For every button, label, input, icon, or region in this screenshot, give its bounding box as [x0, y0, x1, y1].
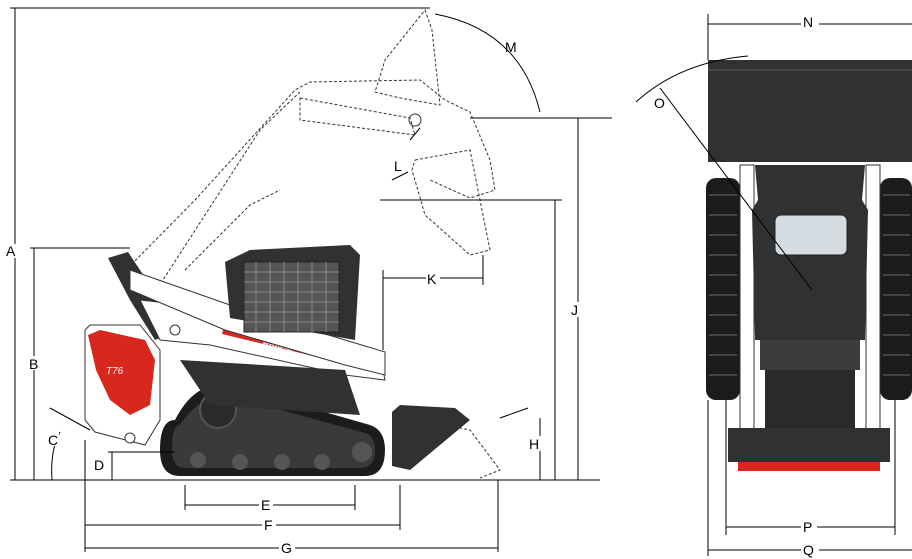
- label-H: H: [529, 436, 539, 452]
- lower-chassis: [765, 370, 855, 432]
- label-M: M: [505, 39, 517, 55]
- track-assembly: [160, 384, 385, 476]
- left-lift-arm: [739, 164, 755, 436]
- label-L: L: [394, 158, 402, 174]
- front-dimension-labels: N O P Q: [654, 14, 819, 558]
- model-decal: T76: [106, 366, 124, 377]
- label-D: D: [94, 457, 104, 473]
- rear-red-strip: [738, 462, 880, 471]
- bucket-lowered: [392, 405, 501, 479]
- label-A: A: [6, 243, 16, 259]
- side-dimension-lines: [10, 7, 612, 552]
- raised-lift-arm-outline: [127, 8, 496, 301]
- label-P: P: [803, 519, 812, 535]
- front-view: N O P Q: [635, 14, 912, 558]
- label-N: N: [803, 14, 813, 30]
- label-J: J: [571, 302, 578, 318]
- label-K: K: [427, 271, 437, 287]
- right-track: [880, 178, 912, 400]
- label-C: C: [48, 432, 58, 448]
- machine-body: T76 Bobcat: [84, 245, 386, 446]
- label-B: B: [29, 356, 38, 372]
- right-lift-arm: [865, 164, 881, 436]
- side-view: T76 Bobcat: [4, 7, 612, 556]
- front-bucket: [708, 60, 912, 162]
- left-track: [706, 178, 740, 400]
- label-Q: Q: [803, 542, 814, 558]
- label-G: G: [281, 540, 292, 556]
- front-dimension-lines: [635, 14, 912, 556]
- side-dimension-labels: A B C D E F G H J K L M: [4, 39, 584, 556]
- label-F: F: [264, 517, 273, 533]
- cab-window: [774, 214, 848, 256]
- label-E: E: [261, 497, 270, 513]
- rear-counterweight: [728, 428, 890, 462]
- label-O: O: [654, 95, 665, 111]
